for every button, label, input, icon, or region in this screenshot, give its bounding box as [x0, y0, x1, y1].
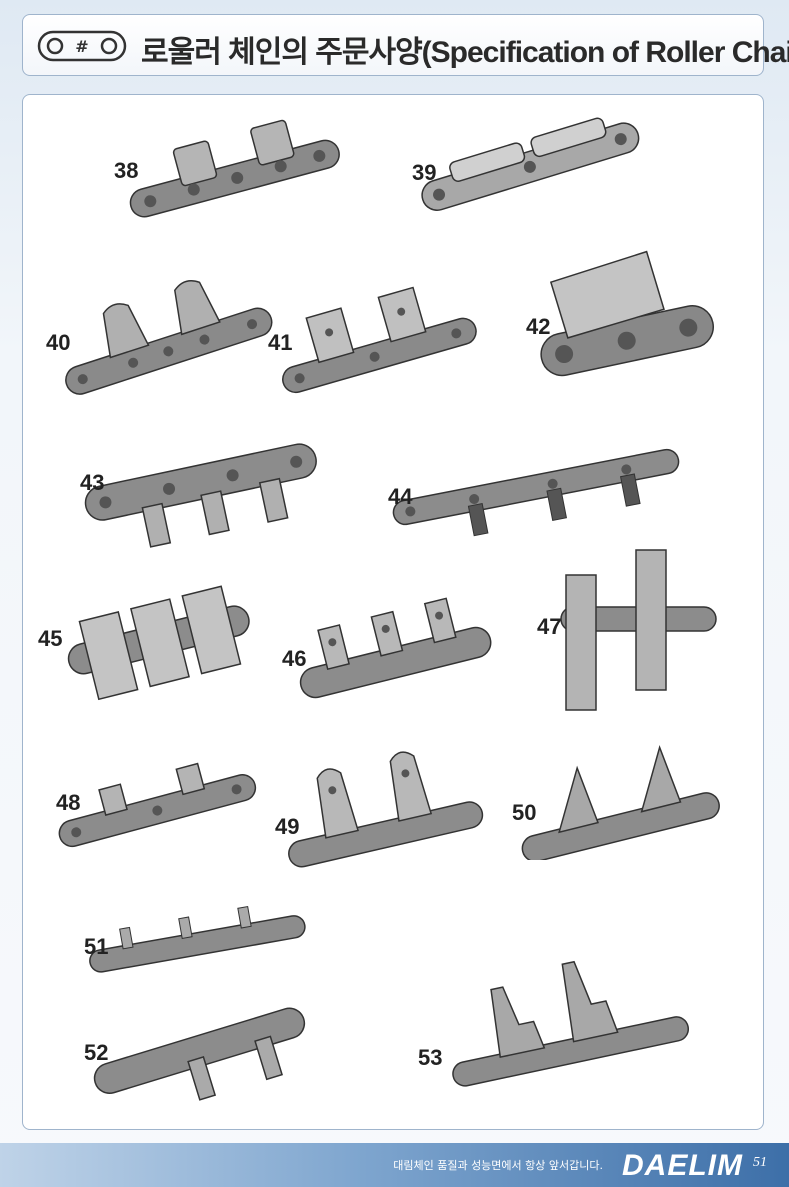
item-label: 51 — [84, 934, 109, 959]
item-label: 47 — [537, 614, 562, 639]
chain-image — [421, 117, 640, 211]
chain-item-46 — [290, 588, 495, 713]
chain-item-45 — [62, 575, 257, 710]
page-title: 로울러 체인의 주문사양(Specification of Roller Cha… — [141, 36, 789, 69]
item-label: 53 — [418, 1045, 443, 1070]
chain-image — [392, 448, 680, 537]
chain-item-41 — [270, 265, 480, 400]
item-label: 41 — [268, 330, 293, 355]
item-label: 48 — [56, 790, 81, 815]
chain-item-39 — [412, 102, 647, 227]
item-label: 40 — [46, 330, 71, 355]
chain-item-49 — [276, 740, 484, 870]
chain-item-40 — [52, 258, 277, 403]
chain-image — [521, 745, 720, 860]
chain-item-42 — [532, 248, 717, 398]
chain-link-icon: # — [37, 29, 127, 68]
chain-item-51 — [82, 888, 310, 983]
item-label: 46 — [282, 646, 307, 671]
chain-image — [58, 762, 257, 848]
chain-item-50 — [508, 735, 720, 860]
svg-text:#: # — [75, 37, 88, 56]
chain-image — [93, 1007, 306, 1101]
item-label: 44 — [388, 484, 413, 509]
item-label: 50 — [512, 800, 537, 825]
chain-item-47 — [556, 545, 721, 715]
chain-image — [452, 960, 690, 1087]
chain-item-44 — [386, 425, 686, 550]
page-number: 51 — [753, 1155, 767, 1170]
chain-item-48 — [48, 743, 260, 853]
item-label: 49 — [275, 814, 300, 839]
chain-image — [89, 906, 306, 973]
item-label: 52 — [84, 1040, 109, 1065]
chain-image — [540, 250, 714, 377]
chain-item-53 — [440, 955, 690, 1090]
item-label: 42 — [526, 314, 551, 339]
chain-image — [67, 585, 250, 701]
page-header: # 로울러 체인의 주문사양(Specification of Roller C… — [22, 14, 789, 76]
chain-image — [84, 443, 317, 548]
chain-image — [288, 751, 484, 868]
footer-slogan: 대림체인 품질과 성능면에서 항상 앞서갑니다. — [393, 1159, 603, 1172]
chain-image — [65, 279, 273, 395]
item-label: 38 — [114, 158, 139, 183]
chain-item-38 — [120, 110, 345, 225]
item-label: 39 — [412, 160, 437, 185]
brand-logo: DAELIM — [622, 1149, 743, 1182]
page-footer: 대림체인 품질과 성능면에서 항상 앞서갑니다. DAELIM 51 — [0, 1143, 789, 1187]
item-label: 43 — [80, 470, 105, 495]
chain-item-52 — [84, 988, 312, 1103]
chain-image — [282, 286, 477, 394]
chain-item-43 — [80, 425, 325, 555]
chain-image — [129, 119, 340, 218]
item-label: 45 — [38, 626, 63, 651]
chain-image — [560, 549, 717, 711]
chain-image — [299, 597, 492, 699]
